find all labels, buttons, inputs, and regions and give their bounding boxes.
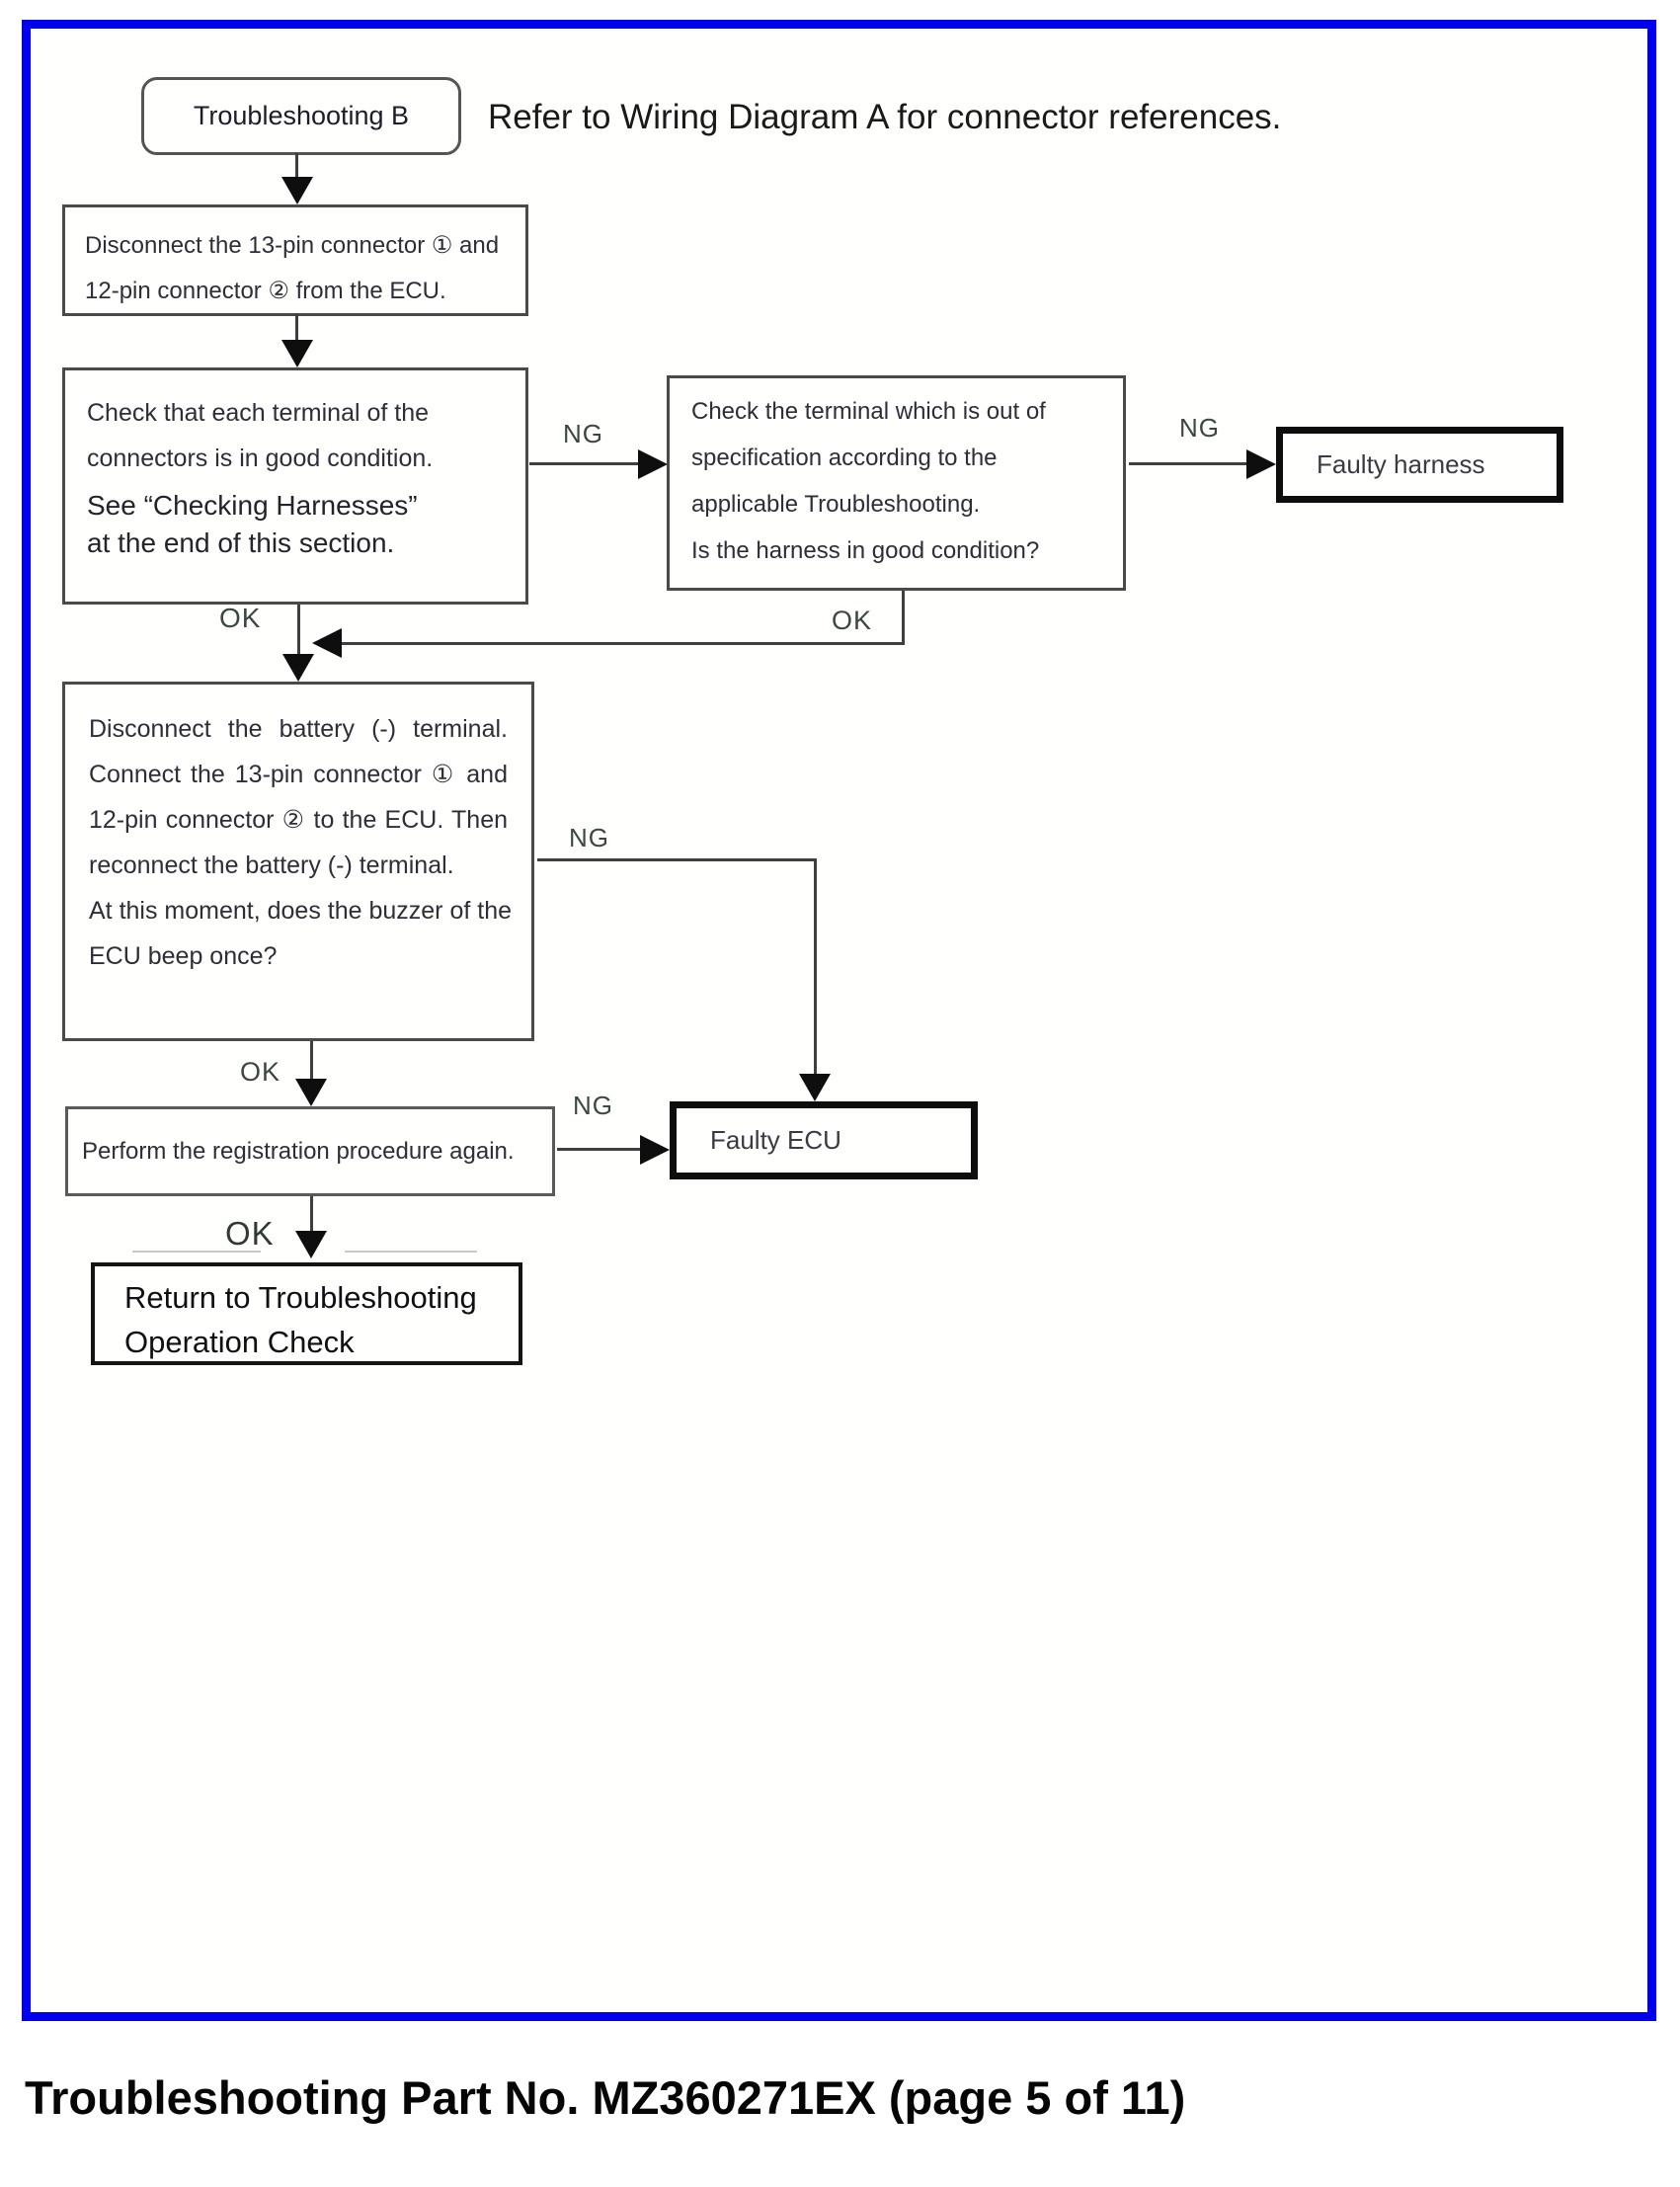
box-text-line: Disconnect the battery (-) terminal.: [89, 715, 508, 743]
scan-artifact-line: [132, 1251, 261, 1253]
flow-line: [814, 858, 817, 1078]
box-text-line: reconnect the battery (-) terminal.: [89, 851, 454, 879]
box-text-line: 12-pin connector ② from the ECU.: [85, 278, 446, 304]
arrowhead-down-icon: [295, 1079, 327, 1106]
box-text-line: connectors is in good condition.: [87, 445, 434, 472]
arrowhead-down-icon: [799, 1074, 831, 1101]
arrowhead-down-icon: [281, 340, 313, 367]
scan-artifact-line: [345, 1251, 477, 1253]
box-text-line: Perform the registration procedure again…: [82, 1137, 515, 1165]
arrowhead-right-icon: [640, 1135, 670, 1165]
ok-label: OK: [240, 1057, 281, 1087]
box-text-line: at the end of this section.: [87, 527, 395, 558]
result-box-faulty-ecu: Faulty ECU: [670, 1101, 978, 1179]
box-text-line: 12-pin connector ② to the ECU. Then: [89, 806, 508, 834]
box-text-line: Disconnect the 13-pin connector ① and: [85, 232, 500, 259]
box-text-line: Operation Check: [124, 1325, 355, 1359]
flow-line: [529, 462, 640, 465]
arrowhead-down-icon: [295, 1231, 327, 1258]
box-text-line: Connect the 13-pin connector ① and: [89, 761, 508, 788]
ok-label: OK: [219, 603, 262, 633]
flow-line: [295, 153, 298, 181]
flow-line: [537, 858, 817, 861]
box-text-line: Return to Troubleshooting: [124, 1280, 477, 1315]
flow-line: [297, 605, 300, 657]
ng-label: NG: [569, 823, 609, 852]
arrowhead-left-icon: [312, 628, 342, 658]
result-box-faulty-harness: Faulty harness: [1276, 427, 1563, 503]
box-text-line: Check that each terminal of the: [87, 399, 430, 427]
wiring-diagram-note: Refer to Wiring Diagram A for connector …: [488, 98, 1282, 136]
box-text-line: See “Checking Harnesses”: [87, 490, 418, 521]
ok-label: OK: [225, 1215, 275, 1252]
decision-box-check-spec: Check the terminal which is out of speci…: [667, 375, 1126, 591]
box-text-line: ECU beep once?: [89, 942, 278, 970]
box-text-line: Is the harness in good condition?: [691, 537, 1040, 564]
ok-label: OK: [832, 606, 873, 635]
box-text-line: applicable Troubleshooting.: [691, 491, 981, 518]
start-node-troubleshooting-b: Troubleshooting B: [141, 77, 461, 155]
ng-label: NG: [1179, 413, 1220, 443]
flow-line: [295, 314, 298, 344]
arrowhead-right-icon: [638, 449, 668, 479]
result-box-return: Return to Troubleshooting Operation Chec…: [91, 1262, 522, 1365]
box-text-line: specification according to the: [691, 445, 998, 471]
box-text-line: Faulty ECU: [710, 1125, 841, 1155]
decision-box-check-terminals: Check that each terminal of the connecto…: [62, 367, 528, 605]
process-box-disconnect-connectors: Disconnect the 13-pin connector ① and 12…: [62, 204, 528, 316]
box-text-line: At this moment, does the buzzer of the: [89, 897, 513, 925]
flow-line: [310, 1196, 313, 1234]
flow-line: [340, 642, 905, 645]
page-caption: Troubleshooting Part No. MZ360271EX (pag…: [25, 2071, 1186, 2124]
decision-box-buzzer: Disconnect the battery (-) terminal. Con…: [62, 682, 534, 1041]
ng-label: NG: [563, 419, 603, 448]
arrowhead-down-icon: [282, 654, 314, 682]
flow-line: [902, 591, 905, 645]
box-text-line: Check the terminal which is out of: [691, 398, 1046, 425]
process-box-registration: Perform the registration procedure again…: [65, 1106, 555, 1196]
ng-label: NG: [573, 1091, 613, 1120]
flow-line: [310, 1041, 313, 1081]
arrowhead-right-icon: [1246, 449, 1276, 479]
box-text-line: Faulty harness: [1317, 449, 1485, 479]
flow-line: [557, 1148, 642, 1151]
arrowhead-down-icon: [281, 177, 313, 204]
flow-line: [1129, 462, 1248, 465]
